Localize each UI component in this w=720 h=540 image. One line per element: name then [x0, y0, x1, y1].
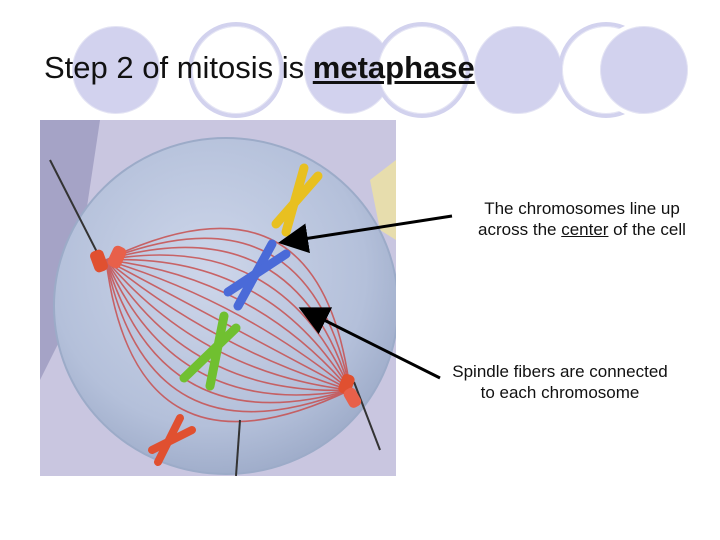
decor-circle [188, 22, 284, 118]
chromosome-green [179, 311, 241, 391]
pointer-line [235, 419, 241, 476]
callout-text: across the [478, 220, 562, 239]
chromosome-yellow [271, 163, 323, 237]
callout-line: to each chromosome [480, 383, 640, 402]
chromosome-red [148, 414, 196, 466]
callout-text: of the cell [608, 220, 686, 239]
centriole-left [90, 245, 127, 273]
decor-circle [596, 22, 692, 118]
title-prefix: Step 2 of mitosis is [44, 50, 313, 85]
title-emphasis: metaphase [312, 50, 475, 85]
slide-title: Step 2 of mitosis is metaphase [44, 50, 475, 86]
centriole-right [338, 373, 362, 408]
decor-circle [374, 22, 470, 118]
spindle-fiber [105, 259, 351, 392]
spindle-fiber [105, 259, 351, 391]
decor-circle [68, 22, 164, 118]
spindle-fiber [105, 259, 351, 404]
callout-line: Spindle fibers are connected [452, 362, 668, 381]
callout-emphasis: center [561, 220, 609, 239]
spindle-fiber [105, 259, 351, 391]
arrow-to-chromosomes [278, 214, 453, 254]
pointer-line [49, 159, 101, 259]
callout-line: The chromosomes line up [484, 199, 680, 218]
pointer-line [353, 381, 381, 451]
callout-line: across the center of the cell [444, 219, 720, 240]
metaphase-cell-illustration [40, 120, 396, 476]
decor-circle [470, 22, 566, 118]
chromosome-blue [223, 239, 291, 311]
spindle-fiber [105, 259, 351, 413]
callout-chromosomes-line-up: The chromosomes line up across the cente… [444, 198, 720, 240]
arrow-to-spindle-fibers [298, 307, 441, 380]
neighbor-cell [370, 160, 396, 240]
callout-spindle-fibers: Spindle fibers are connected to each chr… [424, 361, 696, 403]
spindle-fiber [105, 259, 351, 423]
spindle-fiber [105, 259, 351, 396]
